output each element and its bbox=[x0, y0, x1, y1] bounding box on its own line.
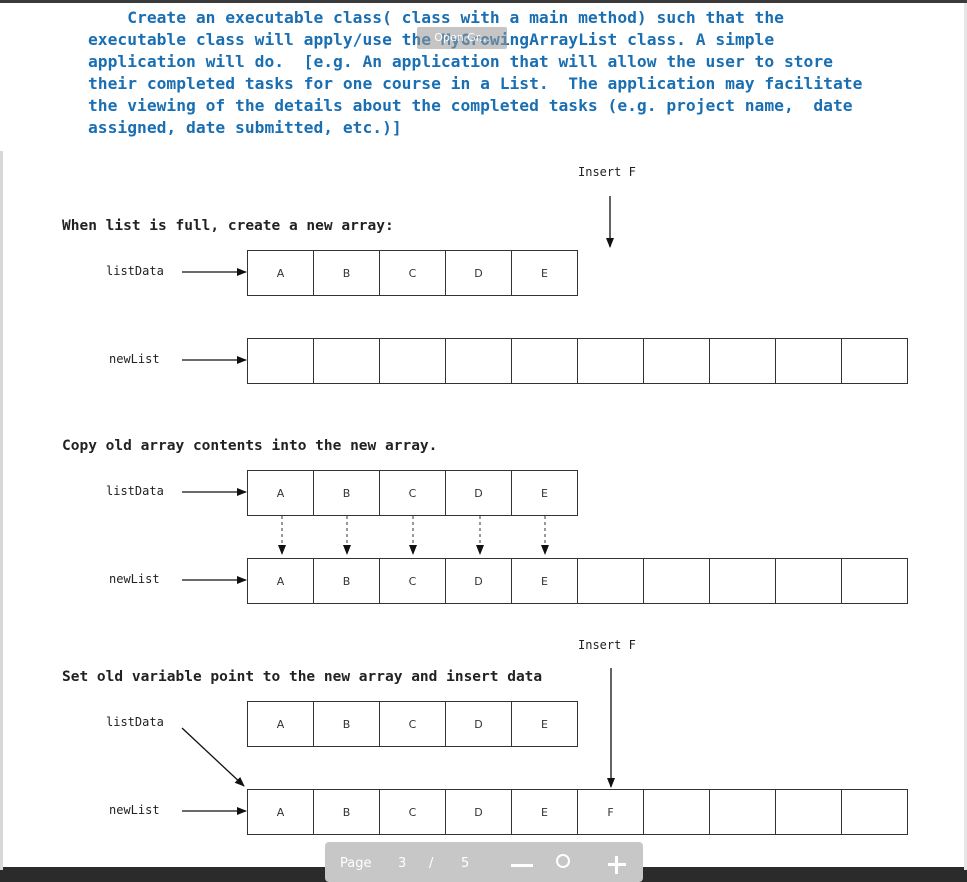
array-cell bbox=[842, 790, 908, 835]
plus-icon[interactable] bbox=[608, 856, 626, 874]
newlist-array-3: A B C D E F bbox=[247, 789, 908, 835]
array-cell bbox=[314, 339, 380, 384]
array-cell bbox=[776, 339, 842, 384]
page-left-edge bbox=[0, 151, 3, 870]
listdata-label-3: listData bbox=[106, 715, 164, 729]
array-cell bbox=[248, 339, 314, 384]
array-cell: E bbox=[512, 471, 578, 516]
array-cell: A bbox=[248, 251, 314, 296]
newlist-label-1: newList bbox=[109, 352, 160, 366]
array-cell: C bbox=[380, 471, 446, 516]
array-cell: A bbox=[248, 559, 314, 604]
section-title-create-array: When list is full, create a new array: bbox=[62, 218, 394, 234]
page-separator: / bbox=[429, 856, 434, 871]
array-cell: E bbox=[512, 702, 578, 747]
array-cell: D bbox=[446, 559, 512, 604]
array-cell: D bbox=[446, 471, 512, 516]
array-cell: E bbox=[512, 559, 578, 604]
array-cell: B bbox=[314, 471, 380, 516]
array-cell: B bbox=[314, 251, 380, 296]
array-cell bbox=[710, 559, 776, 604]
array-cell: E bbox=[512, 251, 578, 296]
array-cell bbox=[512, 339, 578, 384]
array-cell: D bbox=[446, 702, 512, 747]
array-cell bbox=[842, 559, 908, 604]
listdata-array-1: A B C D E bbox=[247, 250, 578, 296]
array-cell: A bbox=[248, 790, 314, 835]
array-cell bbox=[380, 339, 446, 384]
minus-icon[interactable] bbox=[511, 864, 533, 867]
section-title-copy-contents: Copy old array contents into the new arr… bbox=[62, 438, 438, 454]
insert-f-label-3: Insert F bbox=[578, 638, 636, 652]
listdata-reassign-arrow bbox=[181, 727, 245, 787]
array-cell: C bbox=[380, 790, 446, 835]
array-cell: C bbox=[380, 559, 446, 604]
array-cell bbox=[776, 790, 842, 835]
array-cell: B bbox=[314, 559, 380, 604]
array-cell bbox=[776, 559, 842, 604]
array-cell bbox=[578, 559, 644, 604]
array-cell: C bbox=[380, 251, 446, 296]
array-cell: D bbox=[446, 790, 512, 835]
array-cell bbox=[644, 339, 710, 384]
total-pages: 5 bbox=[461, 856, 470, 871]
newlist-label-2: newList bbox=[109, 572, 160, 586]
listdata-label-1: listData bbox=[106, 264, 164, 278]
array-cell: D bbox=[446, 251, 512, 296]
array-cell bbox=[578, 339, 644, 384]
array-cell bbox=[446, 339, 512, 384]
current-page-input[interactable]: 3 bbox=[398, 856, 407, 871]
zoom-fit-icon[interactable] bbox=[556, 854, 570, 868]
array-cell: C bbox=[380, 702, 446, 747]
array-cell: E bbox=[512, 790, 578, 835]
array-cell bbox=[644, 559, 710, 604]
newlist-label-3: newList bbox=[109, 803, 160, 817]
array-cell bbox=[710, 339, 776, 384]
newlist-array-2: A B C D E bbox=[247, 558, 908, 604]
array-cell: B bbox=[314, 790, 380, 835]
array-cell bbox=[842, 339, 908, 384]
array-cell: F bbox=[578, 790, 644, 835]
listdata-array-2: A B C D E bbox=[247, 470, 578, 516]
array-cell bbox=[644, 790, 710, 835]
array-cell bbox=[710, 790, 776, 835]
section-title-reassign-insert: Set old variable point to the new array … bbox=[62, 669, 543, 685]
listdata-label-2: listData bbox=[106, 484, 164, 498]
open-file-tooltip[interactable]: Open Gr... bbox=[417, 27, 507, 49]
array-cell: A bbox=[248, 702, 314, 747]
newlist-array-1 bbox=[247, 338, 908, 384]
page-label: Page bbox=[340, 856, 372, 871]
array-cell: B bbox=[314, 702, 380, 747]
listdata-array-3: A B C D E bbox=[247, 701, 578, 747]
pdf-viewer-toolbar: Page 3 / 5 bbox=[325, 842, 643, 882]
page-right-edge bbox=[964, 3, 967, 870]
diagram-arrows bbox=[181, 196, 615, 815]
insert-f-label-1: Insert F bbox=[578, 165, 636, 179]
array-cell: A bbox=[248, 471, 314, 516]
